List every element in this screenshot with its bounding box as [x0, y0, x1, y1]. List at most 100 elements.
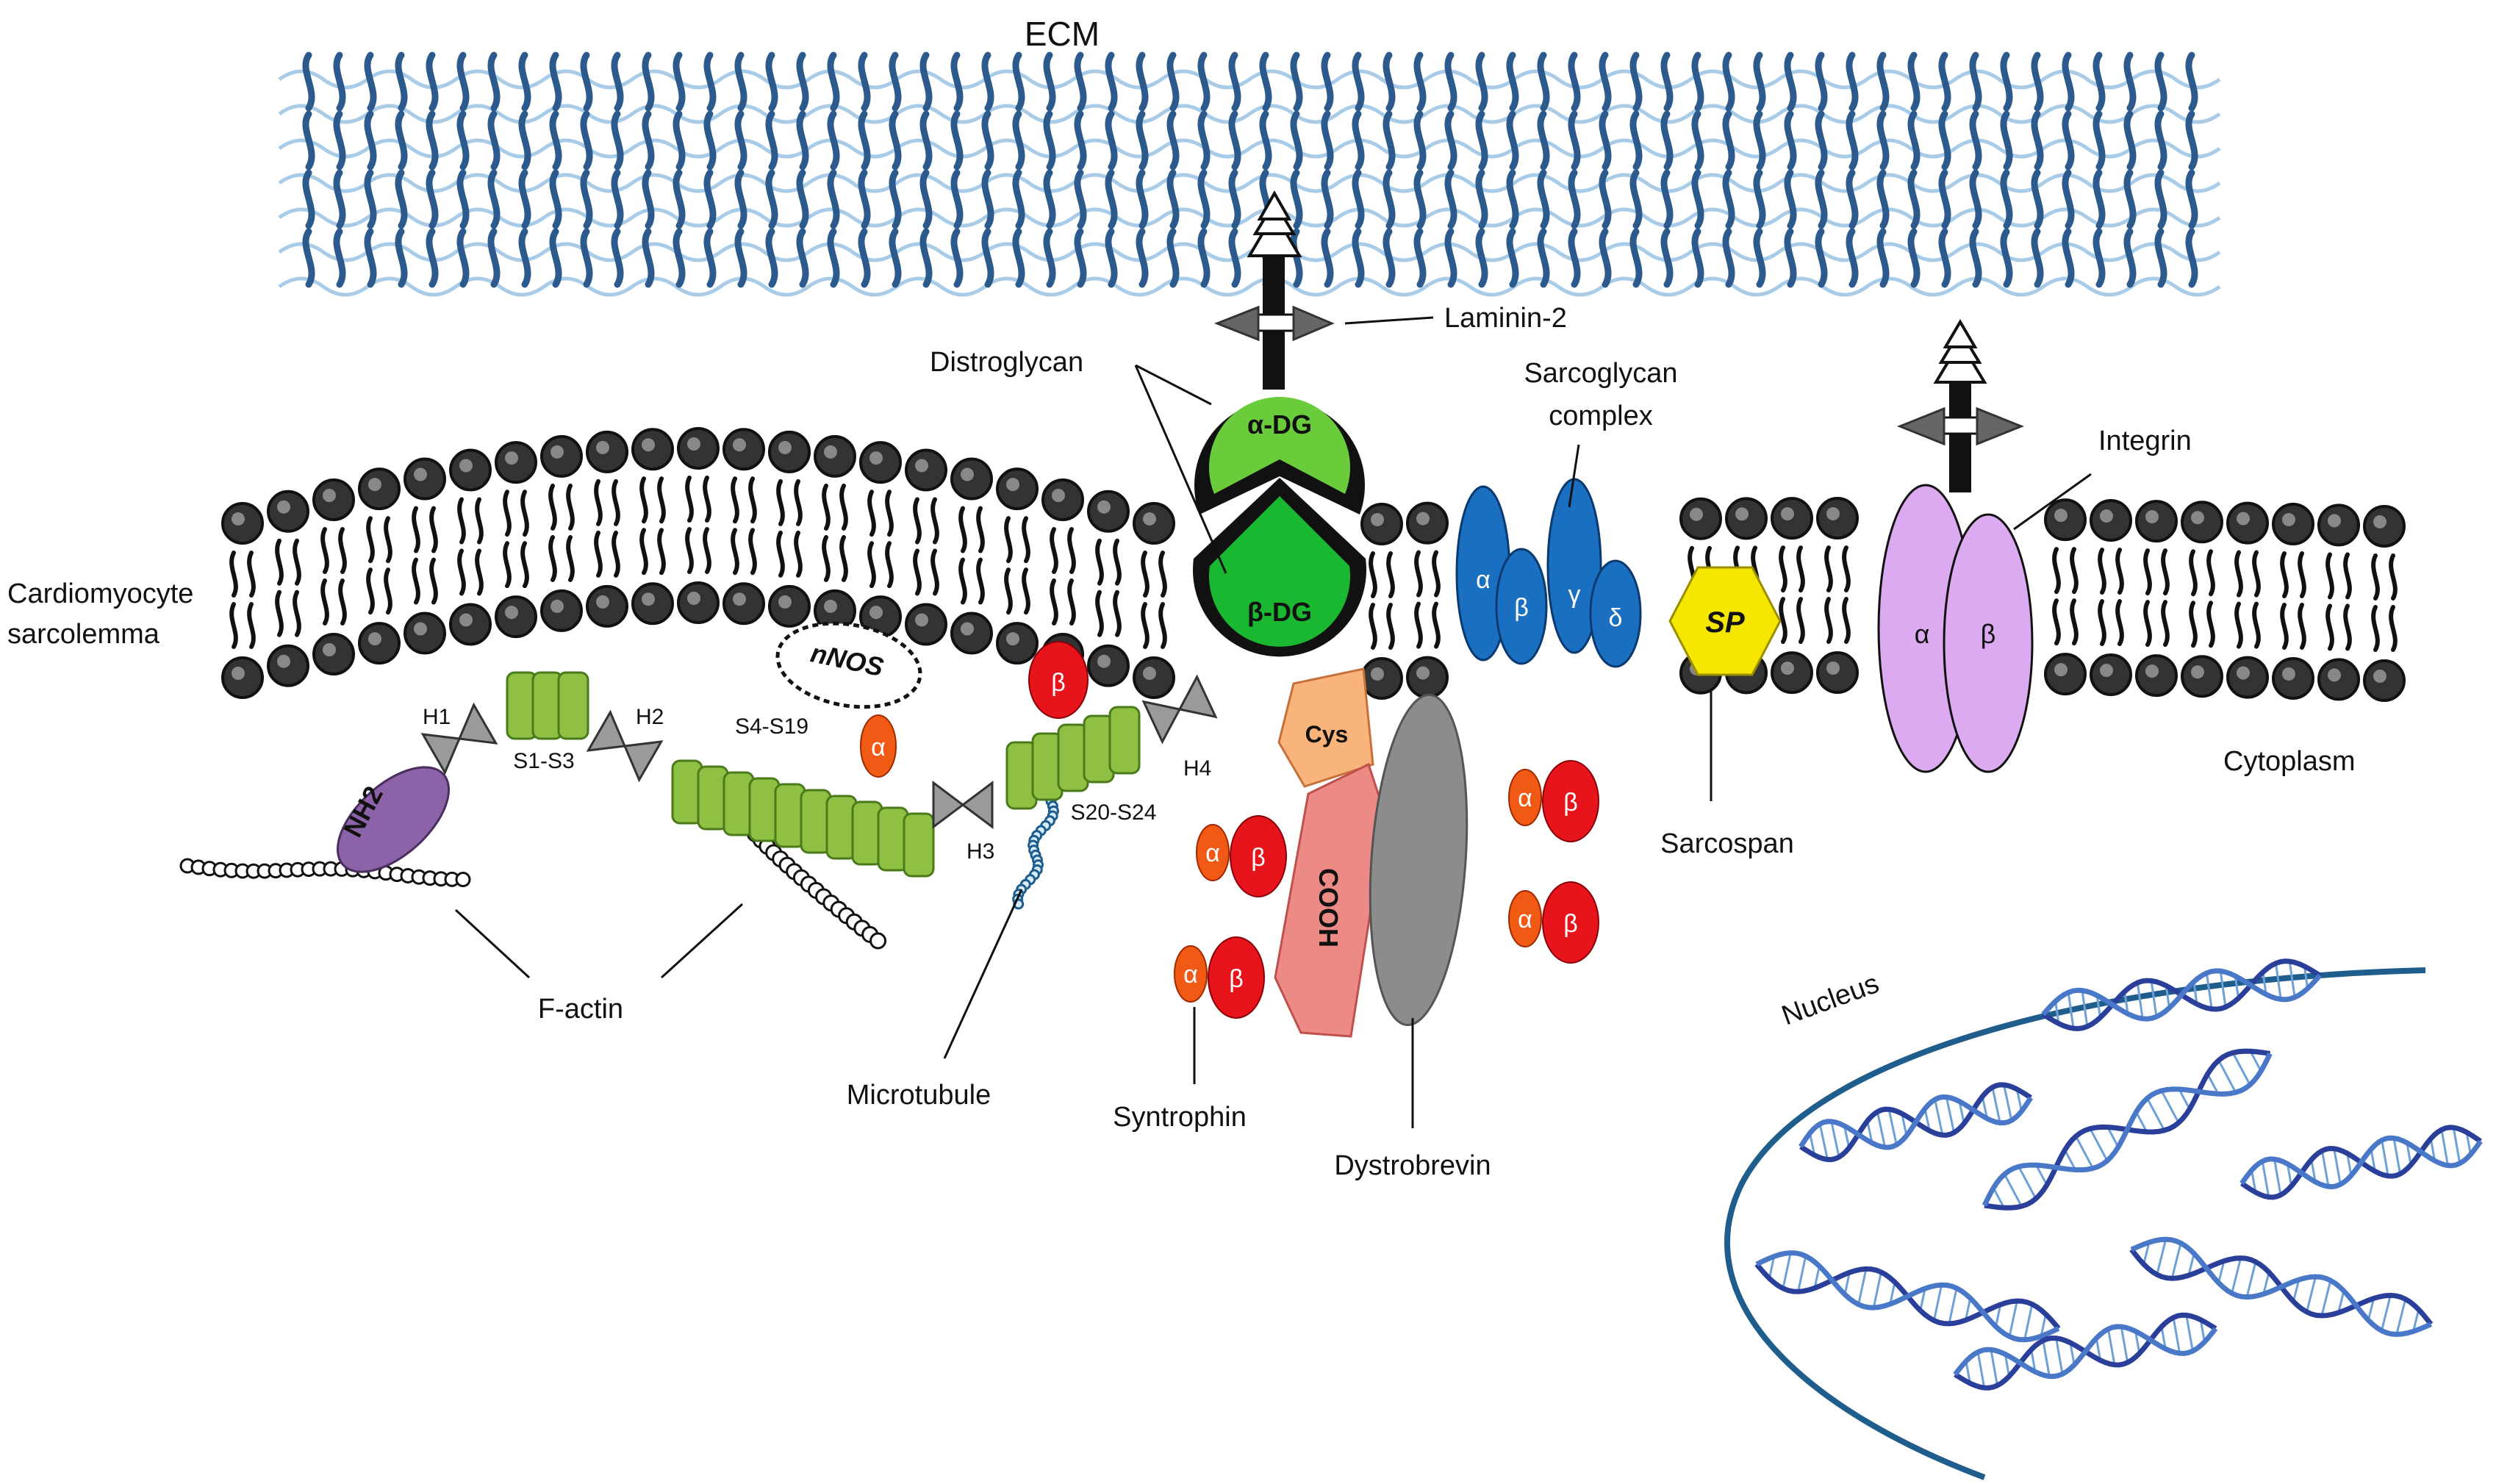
sarcolemma-bilayer: [221, 427, 2406, 702]
lipid-tail: [229, 602, 238, 650]
ecm-fiber-dark: [364, 51, 377, 112]
ecm-fiber-dark: [2000, 228, 2013, 288]
ecm-fiber-dark: [1969, 110, 1982, 171]
lipid-tail: [2143, 600, 2152, 648]
ecm-fiber-dark: [1043, 51, 1056, 112]
lipid-tail: [2325, 603, 2334, 651]
ecm-fiber-dark: [1166, 169, 1180, 229]
ecm-fiber-dark: [1074, 169, 1087, 229]
lipid-tail: [2070, 598, 2079, 646]
ecm-fiber-dark: [1784, 228, 1797, 288]
lipid-highlight: [2328, 514, 2341, 528]
ecm-fiber-dark: [2123, 169, 2137, 229]
ecm-fiber-dark: [2062, 110, 2075, 171]
ecm-fiber-dark: [827, 228, 840, 288]
lipid-highlight: [232, 512, 245, 526]
ecm-fiber-light: [278, 207, 2221, 228]
lipid-highlight: [1416, 512, 1430, 526]
lipid-tail: [1004, 516, 1013, 564]
ecm-fiber-dark: [2031, 110, 2044, 171]
lipid-tail: [2115, 548, 2124, 595]
syntrophin-beta-symbol: β: [1563, 789, 1578, 817]
h4-label: H4: [1183, 756, 1211, 781]
cooh-domain: [1274, 762, 1387, 1038]
lipid-highlight: [1826, 507, 1840, 520]
ecm-fiber-dark: [1660, 169, 1674, 229]
lipid-tail: [1067, 578, 1076, 626]
ecm-fiber-dark: [858, 51, 871, 112]
ecm-fiber-dark: [1784, 51, 1797, 112]
dna-helix: [2239, 1125, 2483, 1200]
ecm-fiber-dark: [1136, 169, 1149, 229]
ecm-fiber-dark: [827, 169, 840, 229]
ecm-fiber-dark: [1413, 228, 1427, 288]
lipid-tail: [976, 557, 985, 605]
ecm-fiber-dark: [642, 110, 655, 171]
alpha-dystroglycan: α-DG: [1194, 397, 1366, 515]
ecm-fiber-dark: [456, 228, 470, 288]
ecm-fiber-dark: [1938, 51, 1951, 112]
lipid-highlight: [596, 595, 609, 609]
lipid-tail: [839, 534, 848, 582]
ecm-fiber-dark: [1815, 169, 1828, 229]
ecm-fiber-dark: [1907, 228, 1921, 288]
syntrophin-beta-near-nnos: β: [1028, 641, 1089, 719]
ecm-fiber-dark: [426, 228, 439, 288]
lipid-tail: [1432, 550, 1441, 598]
lipid-tail: [1095, 589, 1104, 637]
lipid-tail: [2389, 604, 2398, 652]
ecm-fiber-dark: [426, 110, 439, 171]
lipid-tail: [2115, 599, 2124, 647]
ecm-fiber-dark: [889, 51, 902, 112]
lipid-highlight: [1006, 478, 1019, 492]
ecm-fiber-dark: [611, 169, 624, 229]
ecm-fiber-dark: [734, 110, 747, 171]
lipid-highlight: [961, 467, 974, 481]
ecm-fiber-dark: [703, 228, 717, 288]
ecm-fiber-dark: [1012, 169, 1025, 229]
ecm-fiber-dark: [1136, 51, 1149, 112]
lipid-highlight: [1052, 489, 1065, 503]
ecm-fiber-dark: [2000, 51, 2013, 112]
ecm-fiber-dark: [580, 51, 593, 112]
ecm-fiber-dark: [2092, 169, 2106, 229]
lipid-tail: [2161, 548, 2170, 596]
ecm-fiber-dark: [549, 228, 562, 288]
ecm-fiber-dark: [1444, 110, 1457, 171]
lipid-tail: [293, 589, 301, 637]
ecm-fiber-dark: [1876, 169, 1890, 229]
sarcoglycan-label-line2: complex: [1549, 401, 1653, 431]
ecm-fiber-dark: [1568, 110, 1581, 171]
sg-alpha-symbol: α: [1476, 566, 1491, 594]
syntrophin-alpha: [1196, 824, 1230, 881]
ecm-fiber-dark: [364, 110, 377, 171]
lipid-tail: [913, 497, 922, 545]
ecm-fiber-dark: [456, 51, 470, 112]
lipid-highlight: [277, 654, 290, 668]
spectrin-repeat: [903, 812, 935, 878]
ecm-fiber-dark: [1506, 228, 1519, 288]
lipid-tail: [2234, 550, 2243, 598]
ecm-fiber-dark: [1691, 51, 1704, 112]
lipid-highlight: [687, 592, 700, 605]
ecm-fiber-dark: [395, 169, 408, 229]
ecm-fiber-dark: [1413, 169, 1427, 229]
ecm-fiber-dark: [1938, 228, 1951, 288]
lipid-tail: [685, 476, 694, 523]
lipid-highlight: [2191, 511, 2204, 525]
lipid-highlight: [551, 599, 564, 613]
ecm-fiber-dark: [1599, 51, 1612, 112]
lipid-tail: [594, 478, 603, 526]
lipid-tail: [1779, 597, 1787, 645]
lipid-highlight: [961, 622, 974, 636]
lipid-tail: [366, 567, 375, 615]
cytoplasm-label: Cytoplasm: [2223, 746, 2356, 777]
ecm-fiber-light: [278, 242, 2221, 262]
ecm-fiber-dark: [889, 169, 902, 229]
ecm-fiber-dark: [950, 51, 964, 112]
ecm-fiber-dark: [1352, 228, 1365, 288]
lipid-highlight: [869, 606, 883, 620]
ecm-fiber-dark: [1784, 110, 1797, 171]
lipid-highlight: [2100, 509, 2113, 523]
ecm-fiber-dark: [1691, 228, 1704, 288]
